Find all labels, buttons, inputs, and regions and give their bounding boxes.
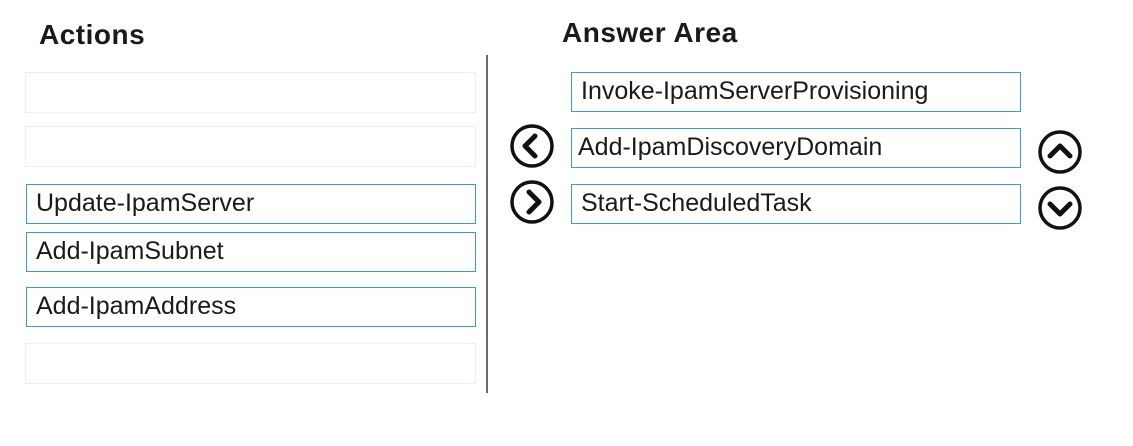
answer-item-start-scheduledtask[interactable]: Start-ScheduledTask [571,184,1021,224]
actions-slot-2[interactable] [25,126,476,167]
actions-slot-1[interactable] [25,72,476,113]
arrow-down-icon [1038,186,1082,230]
column-divider [486,55,488,393]
action-update-ipamserver[interactable]: Update-IpamServer [26,184,476,224]
arrow-right-icon [510,180,554,224]
arrow-up-icon [1038,130,1082,174]
action-add-ipamaddress[interactable]: Add-IpamAddress [26,287,476,327]
actions-slot-6[interactable] [25,343,476,384]
move-down-button[interactable] [1038,186,1082,230]
move-up-button[interactable] [1038,130,1082,174]
move-right-button[interactable] [510,180,554,224]
answer-area-heading: Answer Area [562,17,738,48]
arrow-left-icon [510,124,554,168]
answer-item-add-ipamdiscoverydomain[interactable]: Add-IpamDiscoveryDomain [571,128,1021,168]
move-left-button[interactable] [510,124,554,168]
answer-item-invoke-ipamserverprovisioning[interactable]: Invoke-IpamServerProvisioning [571,72,1021,112]
action-add-ipamsubnet[interactable]: Add-IpamSubnet [26,232,476,272]
actions-heading: Actions [39,19,146,50]
